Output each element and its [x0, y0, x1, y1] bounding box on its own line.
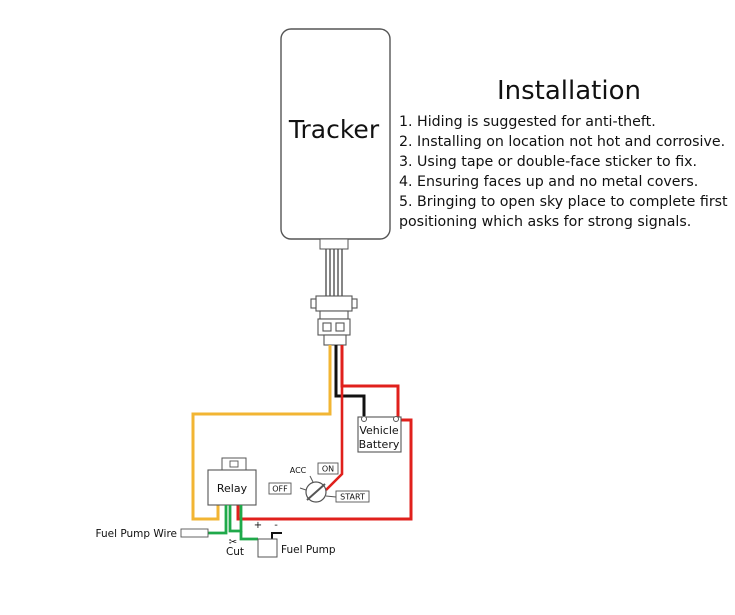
- green-wire-pump-lead: [239, 531, 258, 541]
- battery-label-line1: Vehicle: [359, 424, 399, 437]
- relay-body: [207, 469, 257, 506]
- instruction-line: 1. Hiding is suggested for anti-theft.: [399, 114, 656, 130]
- wire-connector: [310, 295, 358, 346]
- yellow-wire: [191, 345, 332, 521]
- green-wire-fuel: [208, 505, 228, 535]
- vehicle-battery: [357, 416, 402, 453]
- fuel-pump-minus: -: [274, 520, 278, 531]
- fuel-pump-plus: +: [254, 520, 262, 531]
- ignition-off-box: [268, 482, 292, 495]
- ignition-start-label: START: [340, 493, 365, 502]
- ignition-start-box: [335, 490, 370, 503]
- instruction-line: positioning which asks for strong signal…: [399, 214, 692, 230]
- battery-label-line2: Battery: [359, 438, 400, 451]
- relay-label: Relay: [217, 482, 248, 495]
- battery-positive-terminal: [393, 416, 399, 422]
- ignition-on-box: [317, 462, 339, 475]
- cut-label: Cut: [226, 546, 244, 558]
- ignition-switch: [299, 475, 337, 503]
- ignition-on-label: ON: [322, 465, 334, 474]
- red-wire-relay: [236, 418, 413, 521]
- fuel-pump-ground-wire: [271, 532, 282, 539]
- green-wire-pump: [228, 505, 243, 533]
- cable-neck: [319, 238, 349, 250]
- instruction-line: 5. Bringing to open sky place to complet…: [399, 194, 728, 210]
- fuel-pump-wire-label: Fuel Pump Wire: [96, 528, 177, 540]
- instruction-line: 4. Ensuring faces up and no metal covers…: [399, 174, 699, 190]
- scissors-icon: ✂: [229, 537, 237, 548]
- ignition-wire: [325, 386, 344, 491]
- black-wire: [334, 345, 366, 416]
- tracker-cable: [325, 249, 343, 296]
- installation-instructions: Installation 1. Hiding is suggested for …: [399, 76, 733, 232]
- fuel-pump-wire-stub: [180, 528, 209, 538]
- battery-negative-terminal: [361, 416, 367, 422]
- fuel-pump-label: Fuel Pump: [281, 544, 336, 556]
- relay-tab-hole: [229, 460, 239, 468]
- installation-title: Installation: [496, 76, 641, 106]
- red-wire-battery: [340, 345, 400, 420]
- ignition-acc-label: ACC: [290, 466, 307, 475]
- ignition-off-label: OFF: [272, 485, 288, 494]
- instruction-line: 3. Using tape or double-face sticker to …: [399, 154, 698, 170]
- fuel-pump-body: [257, 538, 278, 558]
- instruction-line: 2. Installing on location not hot and co…: [399, 134, 726, 150]
- tracker-label: Tracker: [288, 115, 380, 144]
